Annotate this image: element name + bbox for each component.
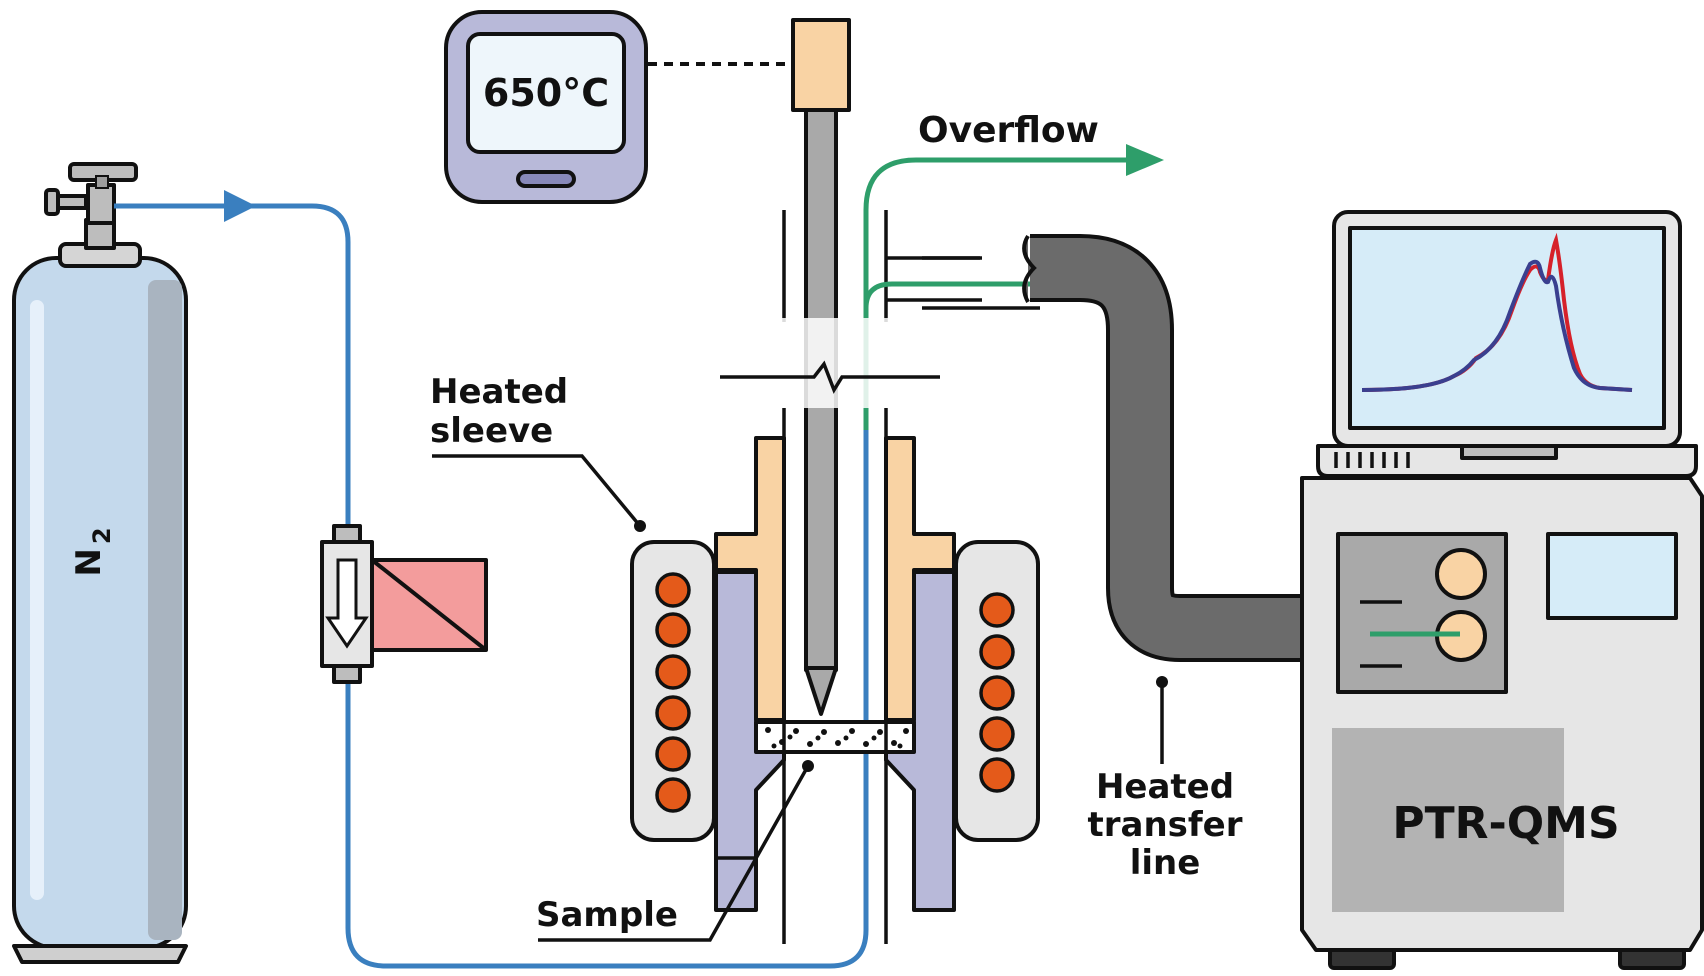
heater-left xyxy=(630,540,716,842)
transfer-line-label-1: Heated xyxy=(1096,767,1234,807)
inlet-port-upper xyxy=(1435,548,1487,600)
mfc-actuator-diagonal xyxy=(370,558,488,652)
controller-button xyxy=(516,170,576,188)
transfer-line xyxy=(1030,238,1380,658)
furnace xyxy=(630,408,1040,944)
heated-sleeve-label-1: Heated xyxy=(430,372,568,412)
carrier-gas-line xyxy=(114,203,869,969)
transfer-line-end-left xyxy=(1022,234,1037,303)
mass-flow-controller xyxy=(320,524,488,684)
overflow-arrow-icon xyxy=(1126,144,1164,176)
valve-knob xyxy=(44,188,60,216)
laptop-trackpad xyxy=(1460,444,1558,460)
laptop-base xyxy=(1316,444,1698,478)
instrument-panel xyxy=(1332,728,1564,912)
sample-bed xyxy=(754,720,916,754)
heater-coils-right xyxy=(979,592,1015,793)
laptop-keyboard-vents xyxy=(1334,452,1410,468)
status-window xyxy=(1546,532,1678,620)
gas-flow-arrow-icon xyxy=(224,190,256,222)
laptop xyxy=(1316,210,1698,478)
gas-label: N2 xyxy=(69,527,116,576)
sampling-line-branch xyxy=(863,281,1040,309)
spectrum-trace-blue xyxy=(1361,259,1633,392)
cylinder-highlight xyxy=(30,300,44,900)
instrument-label: PTR-QMS xyxy=(1392,798,1619,849)
ptr-qms-instrument: PTR-QMS xyxy=(1300,476,1704,970)
transfer-line-label-2: transfer xyxy=(1087,805,1242,845)
n2-cylinder: N2 xyxy=(12,162,188,964)
axis-break-symbol xyxy=(720,360,940,394)
sample-leader xyxy=(538,765,810,942)
valve-outlet xyxy=(54,194,88,210)
heated-sleeve-leader-dot xyxy=(634,520,646,532)
valve-body xyxy=(86,183,116,225)
cylinder-shadow xyxy=(148,280,182,940)
temperature-controller: 650°C xyxy=(444,10,648,204)
transfer-line-label-3: line xyxy=(1130,843,1201,883)
heater-coils-left xyxy=(655,572,691,813)
down-arrow-icon xyxy=(325,558,369,649)
controller-screen xyxy=(466,32,626,154)
heated-sleeve-label-2: sleeve xyxy=(430,411,553,451)
laptop-screen xyxy=(1348,226,1666,430)
sample-leader-dot xyxy=(802,760,814,772)
cylinder-foot xyxy=(12,944,188,964)
sample-label: Sample xyxy=(536,895,678,935)
thermocouple-tip xyxy=(804,666,838,716)
valve-spindle xyxy=(95,175,109,189)
temperature-readout: 650°C xyxy=(483,71,609,115)
axis-break-mask xyxy=(770,318,900,408)
overflow-label: Overflow xyxy=(918,110,1099,151)
thermocouple-head xyxy=(791,18,851,112)
overflow-line xyxy=(863,157,1130,430)
transfer-line-leader-dot xyxy=(1156,676,1168,688)
heated-sleeve-leader xyxy=(432,454,642,528)
